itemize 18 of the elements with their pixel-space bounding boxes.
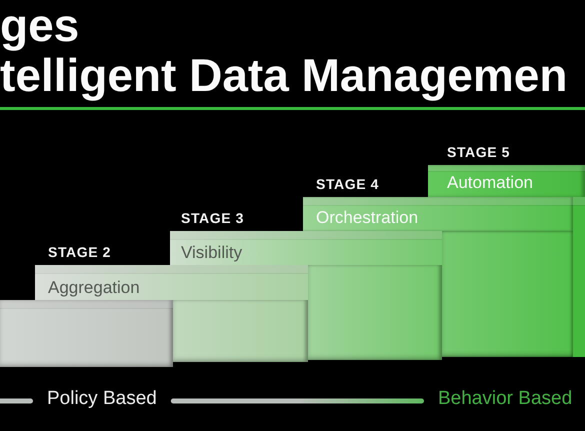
stage-block	[170, 231, 442, 360]
stage-name: Automation	[447, 173, 533, 193]
stage-name: Orchestration	[316, 208, 418, 228]
scale-label: Policy Based	[33, 387, 171, 411]
stage-label: STAGE 5	[447, 144, 510, 160]
stage-name: Aggregation	[48, 278, 140, 298]
scale-line	[170, 398, 424, 404]
stage-block	[428, 165, 585, 197]
stage-label: STAGE 3	[181, 210, 244, 226]
stage-block	[303, 197, 585, 357]
stage-block	[0, 300, 173, 367]
scale-line	[0, 398, 33, 404]
slide-title: ges telligent Data Managemen	[0, 0, 568, 100]
stage-block	[35, 265, 308, 362]
stage-label: STAGE 2	[48, 244, 112, 260]
stage-name: Visibility	[181, 243, 242, 263]
stage-label: STAGE 4	[316, 176, 380, 192]
scale-label: Behavior Based	[424, 387, 585, 411]
